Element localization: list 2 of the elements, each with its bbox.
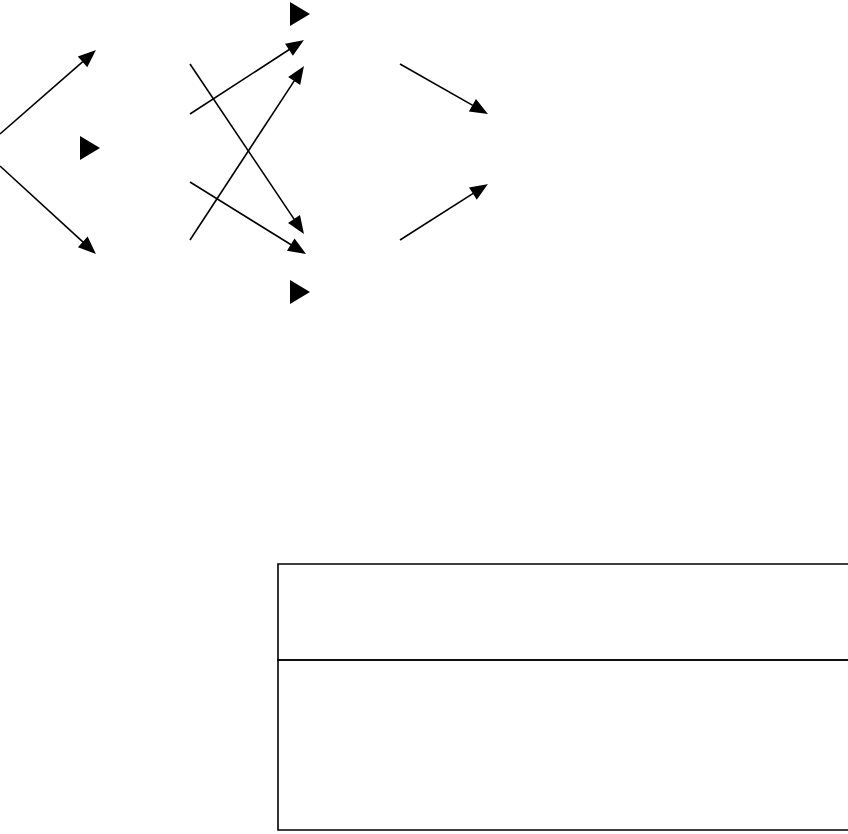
table-cell <box>277 563 848 661</box>
table-cell <box>277 659 848 831</box>
